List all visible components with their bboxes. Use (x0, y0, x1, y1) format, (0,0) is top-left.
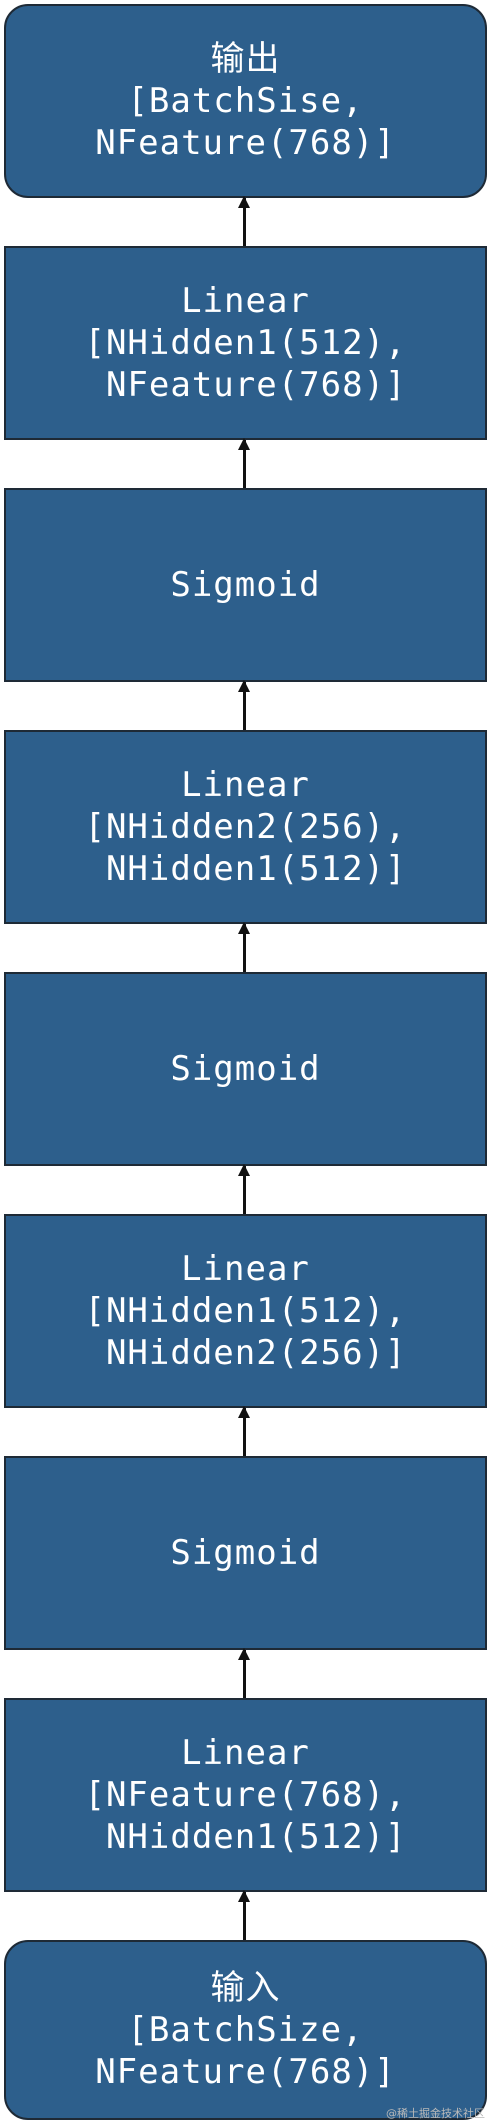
arrow-sigmoid3-to-linear4 (238, 438, 250, 488)
arrow-linear1-to-sigmoid1 (238, 1648, 250, 1698)
input-node: 输入 [BatchSize, NFeature(768)] (4, 1940, 487, 2120)
linear-layer-1-title: Linear (181, 1733, 310, 1773)
output-node-shape-line-1: [BatchSise, (127, 81, 364, 121)
arrow-linear3-to-sigmoid3 (238, 680, 250, 730)
input-node-shape-line-1: [BatchSize, (127, 2010, 364, 2050)
input-node-title: 输入 (210, 1968, 281, 2008)
linear-layer-1-shape-line-1: [NFeature(768), (84, 1775, 407, 1815)
linear-layer-2-title: Linear (181, 1249, 310, 1289)
arrow-sigmoid1-to-linear2 (238, 1406, 250, 1456)
linear-layer-4-shape-line-1: [NHidden1(512), (84, 323, 407, 363)
output-node: 输出 [BatchSise, NFeature(768)] (4, 4, 487, 198)
arrow-input-to-linear1 (238, 1890, 250, 1940)
arrow-linear4-to-output (238, 196, 250, 246)
linear-layer-3-shape-line-1: [NHidden2(256), (84, 807, 407, 847)
linear-layer-2-shape-line-1: [NHidden1(512), (84, 1291, 407, 1331)
linear-layer-4: Linear [NHidden1(512), NFeature(768)] (4, 246, 487, 440)
linear-layer-1-shape-line-2: NHidden1(512)] (84, 1817, 407, 1857)
sigmoid-layer-2-title: Sigmoid (170, 1049, 321, 1089)
linear-layer-1: Linear [NFeature(768), NHidden1(512)] (4, 1698, 487, 1892)
arrow-sigmoid2-to-linear3 (238, 922, 250, 972)
output-node-shape-line-2: NFeature(768)] (95, 123, 396, 163)
watermark-text: @稀土掘金技术社区 (386, 2107, 485, 2120)
sigmoid-layer-1: Sigmoid (4, 1456, 487, 1650)
linear-layer-4-title: Linear (181, 281, 310, 321)
sigmoid-layer-2: Sigmoid (4, 972, 487, 1166)
sigmoid-layer-1-title: Sigmoid (170, 1533, 321, 1573)
arrow-linear2-to-sigmoid2 (238, 1164, 250, 1214)
linear-layer-3-shape-line-2: NHidden1(512)] (84, 849, 407, 889)
sigmoid-layer-3-title: Sigmoid (170, 565, 321, 605)
linear-layer-4-shape-line-2: NFeature(768)] (84, 365, 407, 405)
linear-layer-2: Linear [NHidden1(512), NHidden2(256)] (4, 1214, 487, 1408)
linear-layer-3-title: Linear (181, 765, 310, 805)
linear-layer-3: Linear [NHidden2(256), NHidden1(512)] (4, 730, 487, 924)
input-node-shape-line-2: NFeature(768)] (95, 2052, 396, 2092)
output-node-title: 输出 (210, 39, 281, 79)
linear-layer-2-shape-line-2: NHidden2(256)] (84, 1333, 407, 1373)
sigmoid-layer-3: Sigmoid (4, 488, 487, 682)
